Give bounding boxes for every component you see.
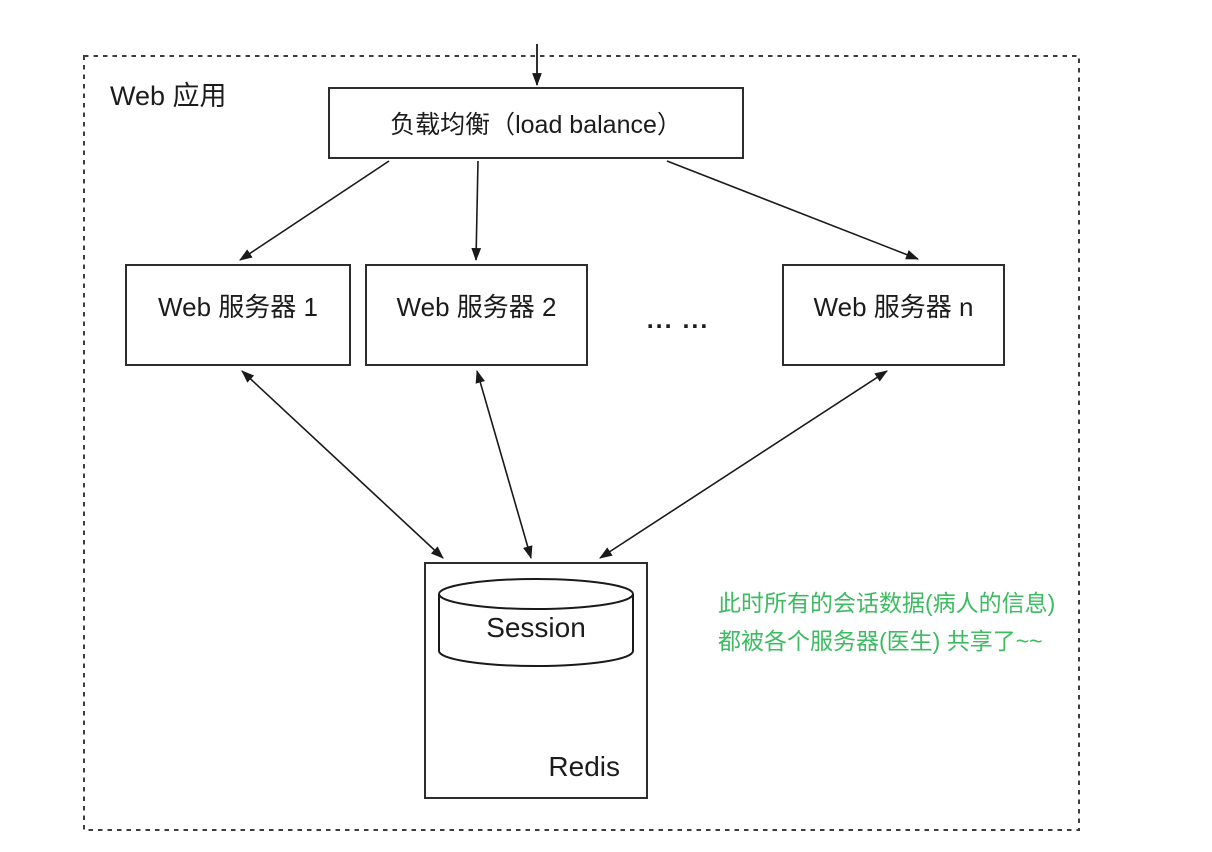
annotation-note-line2: 都被各个服务器(医生) 共享了~~ xyxy=(718,628,1043,654)
annotation-note: 此时所有的会话数据(病人的信息) 都被各个服务器(医生) 共享了~~ xyxy=(718,584,1078,660)
web-server-1-node: Web 服务器 1 xyxy=(125,264,351,366)
redis-node: Redis xyxy=(424,562,648,799)
web-server-1-label: Web 服务器 1 xyxy=(158,292,318,322)
annotation-note-line1: 此时所有的会话数据(病人的信息) xyxy=(718,590,1056,616)
more-servers-ellipsis: ... ... xyxy=(646,306,710,334)
web-server-2-node: Web 服务器 2 xyxy=(365,264,588,366)
web-server-n-node: Web 服务器 n xyxy=(782,264,1005,366)
web-server-n-label: Web 服务器 n xyxy=(813,292,974,322)
arrow-servern-redis xyxy=(599,370,888,559)
arrow-lb-to-server2 xyxy=(471,160,482,262)
load-balancer-label: 负载均衡（load balance） xyxy=(390,111,682,139)
load-balancer-node: 负载均衡（load balance） xyxy=(328,87,744,159)
arrow-lb-to-servern xyxy=(666,160,920,260)
redis-label: Redis xyxy=(548,751,620,782)
arrow-server2-redis xyxy=(475,369,533,560)
arrow-lb-to-server1 xyxy=(239,160,390,261)
web-server-2-label: Web 服务器 2 xyxy=(396,292,557,322)
session-label: Session xyxy=(486,612,586,643)
web-app-label: Web 应用 xyxy=(110,81,227,111)
arrow-server1-redis xyxy=(241,370,444,559)
